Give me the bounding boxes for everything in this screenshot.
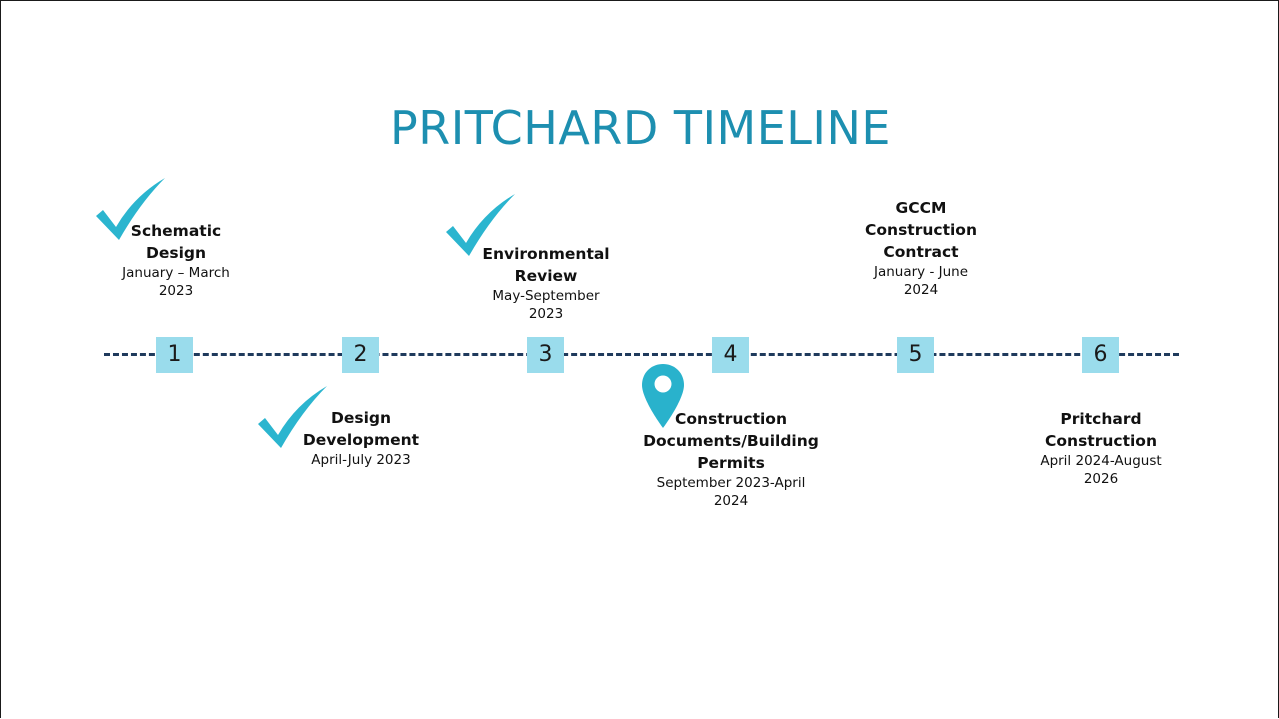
page-title: PRITCHARD TIMELINE [390,101,891,155]
milestone-date: January - June 2024 [873,264,969,298]
milestone-title: Construction Documents/Building Permits [643,410,819,472]
milestone-environmental-review: Environmental Review May-September 2023 [471,243,621,323]
checkmark-icon [446,194,515,256]
milestone-title: Pritchard Construction [1045,410,1157,450]
location-pin-icon [642,364,684,428]
milestone-title: GCCM Construction Contract [865,199,977,261]
milestone-title: Schematic Design [130,222,222,262]
step-box-2: 2 [342,337,379,373]
checkmark-icon [258,386,327,448]
step-box-3: 3 [527,337,564,373]
milestone-pritchard-construction: Pritchard Construction April 2024-August… [1026,408,1176,488]
milestone-design-development: Design Development April-July 2023 [286,407,436,469]
step-box-5: 5 [897,337,934,373]
milestone-title: Design Development [302,409,420,449]
milestone-date: May-September 2023 [492,288,600,322]
timeline-dashed-line [104,353,1179,356]
step-box-6: 6 [1082,337,1119,373]
step-box-4: 4 [712,337,749,373]
milestone-schematic-design: Schematic Design January – March 2023 [101,220,251,300]
step-box-1: 1 [156,337,193,373]
milestone-date: September 2023-April 2024 [656,475,806,509]
checkmark-icon [96,178,165,240]
milestone-date: April-July 2023 [311,452,411,468]
milestone-construction-documents: Construction Documents/Building Permits … [636,408,826,510]
milestone-gccm-contract: GCCM Construction Contract January - Jun… [846,197,996,299]
milestone-date: April 2024-August 2026 [1040,453,1162,487]
milestone-date: January – March 2023 [122,265,230,299]
milestone-title: Environmental Review [482,245,610,285]
